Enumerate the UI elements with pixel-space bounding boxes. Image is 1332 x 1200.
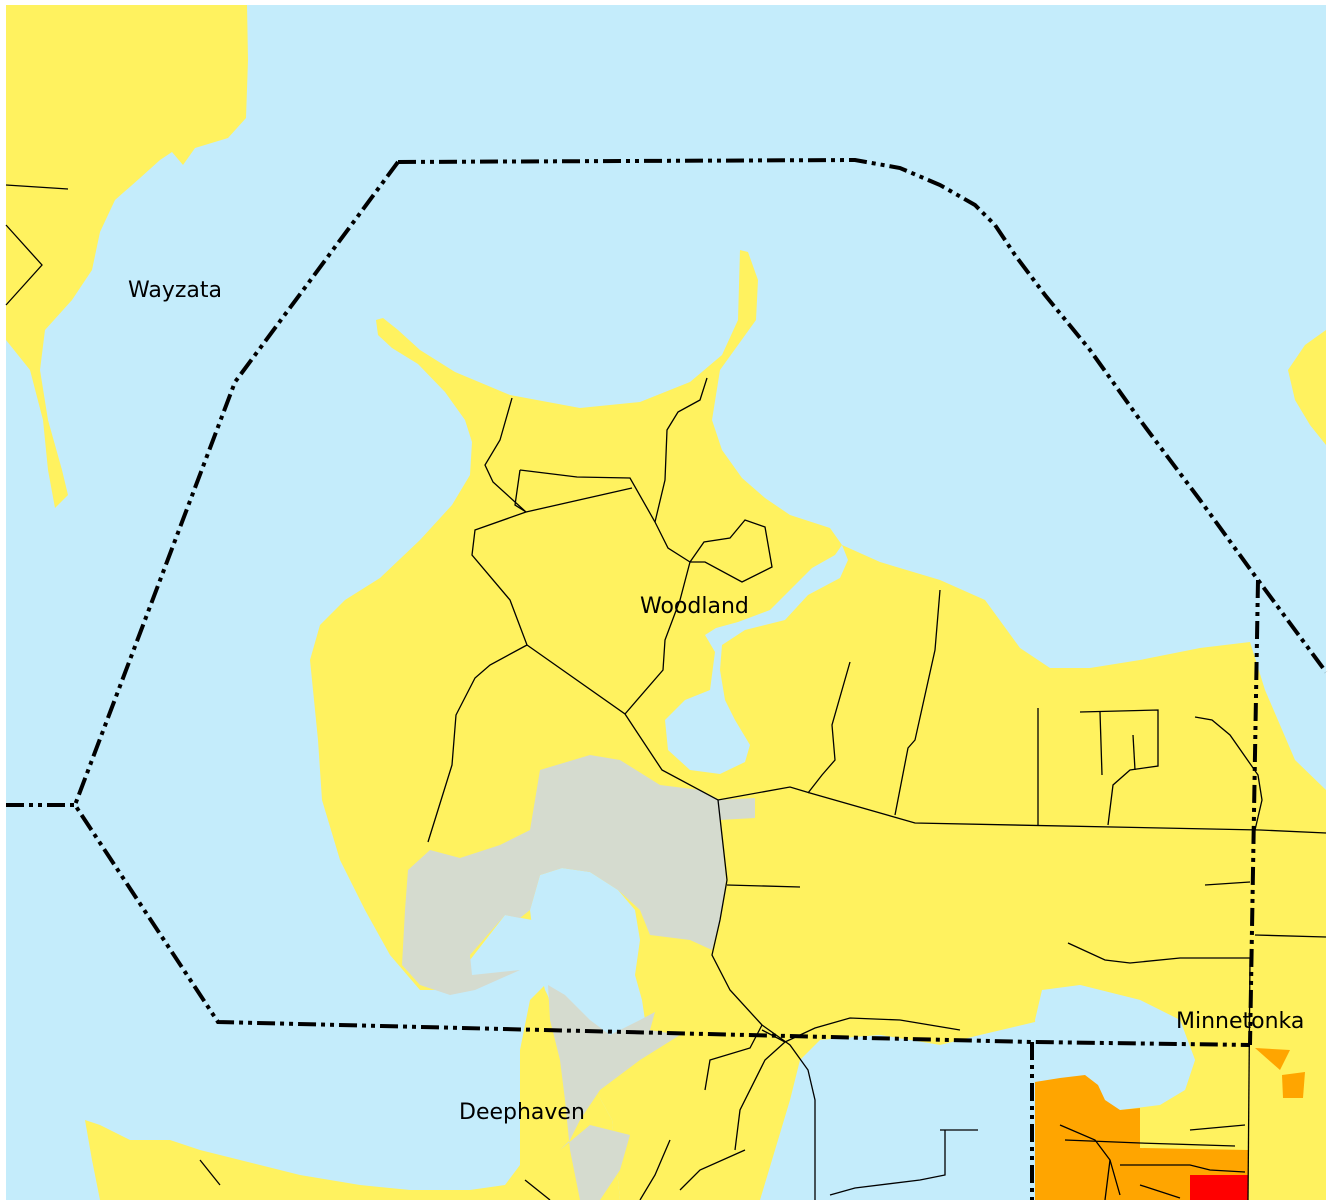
developed-area-south [548,985,680,1200]
bay-north-inlet [665,545,848,774]
municipal-boundaries [6,157,1328,1200]
label-woodland: Woodland [640,594,749,619]
zone-red [1190,1175,1248,1200]
zone-orange [1035,1075,1248,1200]
land-west-shore [6,5,248,508]
label-minnetonka: Minnetonka [1176,1009,1305,1034]
label-wayzata: Wayzata [128,278,222,303]
label-deephaven: Deephaven [459,1100,585,1125]
developed-area-central [402,755,755,995]
land-deephaven [85,985,620,1200]
zone-orange-square [1282,1072,1305,1098]
lake-south-center [810,1035,965,1125]
zone-orange-triangle [1255,1048,1290,1070]
land-east-edge [1288,330,1326,445]
